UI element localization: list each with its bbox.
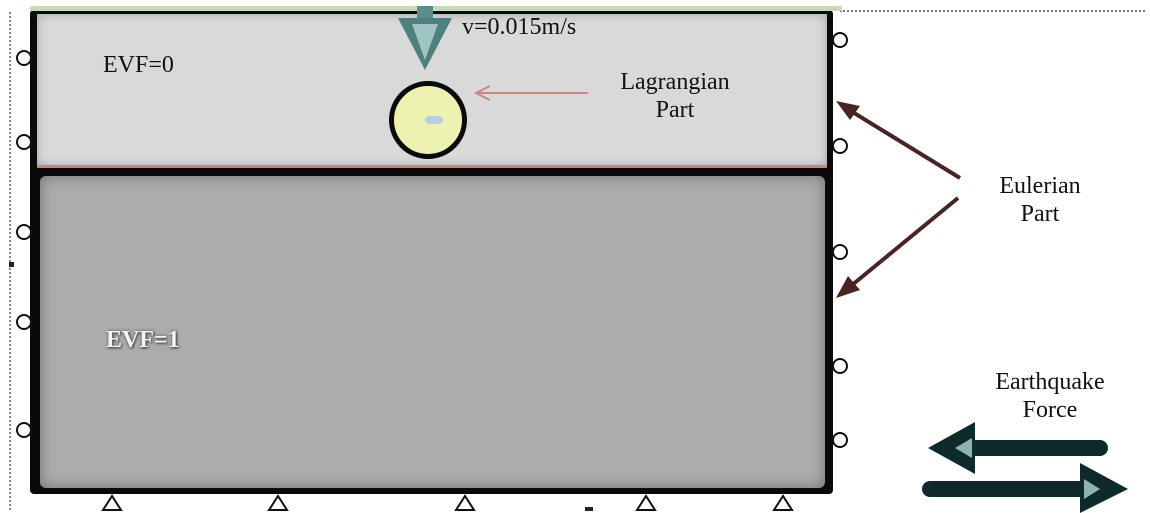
roller-support-icon xyxy=(832,32,848,448)
eulerian-pointer-arrow-icon xyxy=(836,101,962,298)
dotted-border-top xyxy=(840,10,1145,12)
lagrangian-label-line1: Lagrangian xyxy=(620,69,730,95)
top-strip xyxy=(30,6,842,11)
edge-tick-marks xyxy=(9,262,593,511)
pipe-marker xyxy=(425,116,443,124)
roller-support-icon xyxy=(16,50,32,438)
earthquake-force-arrows-icon xyxy=(922,422,1128,513)
velocity-label: v=0.015m/s xyxy=(462,14,577,40)
soil-region-evf1 xyxy=(40,176,825,488)
lagrangian-label-line2: Part xyxy=(655,97,695,124)
earthquake-force-label: Earthquake Force xyxy=(975,368,1125,425)
evf1-label: EVF=1 xyxy=(106,327,180,353)
eulerian-label-line1: Eulerian xyxy=(999,173,1081,199)
eulerian-label-line2: Part xyxy=(1020,201,1060,228)
lagrangian-pointer-arrow-icon xyxy=(473,85,588,101)
earthquake-label-line1: Earthquake xyxy=(995,369,1105,395)
pin-support-icon xyxy=(101,494,794,511)
soil-interface-line xyxy=(37,165,827,168)
lagrangian-part-label: Lagrangian Part xyxy=(610,68,740,125)
dotted-border-left xyxy=(9,12,11,510)
earthquake-label-line2: Force xyxy=(1022,397,1078,424)
evf0-label: EVF=0 xyxy=(103,52,174,78)
velocity-arrow-icon xyxy=(398,6,452,70)
eulerian-part-label: Eulerian Part xyxy=(985,172,1095,229)
